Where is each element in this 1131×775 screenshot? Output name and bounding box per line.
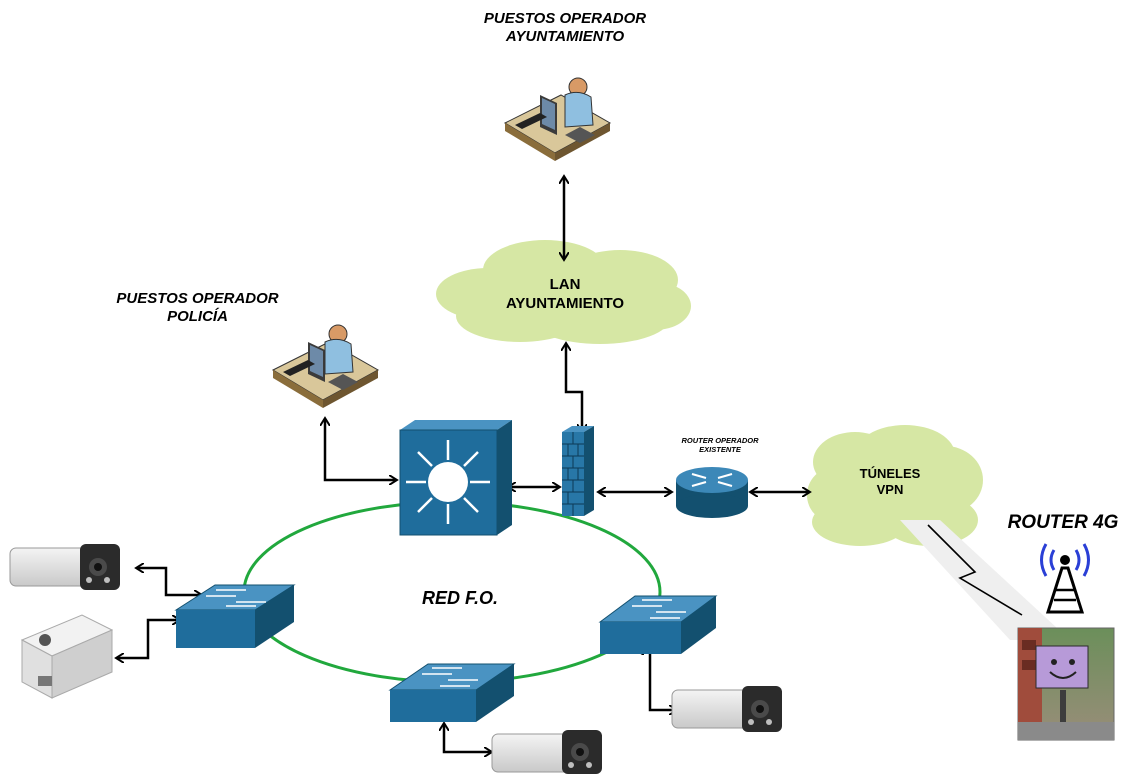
camera-bottom-icon (491, 730, 602, 774)
tuneles-vpn-cloud (807, 425, 983, 546)
camera-left-icon (9, 544, 120, 590)
vpn-cloud-label-line1: TÚNELES (859, 466, 921, 481)
media-converter-box-icon (20, 614, 114, 699)
link-camera-left (138, 568, 200, 595)
label-operador-policia-line1: PUESTOS OPERADOR (116, 290, 279, 307)
link-camera-right (638, 650, 675, 710)
vpn-cloud-label-line2: VPN (876, 482, 904, 498)
label-operador-policia: PUESTOS OPERADOR POLICÍA (90, 290, 305, 326)
firewall-icon (562, 426, 594, 516)
label-operador-ayuntamiento-line2: AYUNTAMIENTO (505, 28, 625, 45)
camera-right-icon (671, 686, 782, 732)
link-lan-firewall (566, 345, 582, 430)
lan-cloud-label-line2: AYUNTAMIENTO (505, 294, 625, 312)
label-router-operador-line1: ROUTER OPERADOR (681, 436, 759, 445)
4g-antenna-tower-icon (1040, 543, 1090, 614)
lan-cloud-label: LAN AYUNTAMIENTO (460, 276, 670, 314)
operator-ayuntamiento-workstation-icon (503, 77, 612, 161)
lan-cloud-label-line1: LAN (549, 276, 581, 293)
lan-ayuntamiento-cloud (436, 240, 691, 344)
router-icon (676, 467, 748, 518)
vpn-cloud-label: TÚNELES VPN (830, 466, 950, 499)
smart-billboard-photo (1017, 627, 1115, 741)
link-camera-bottom (444, 725, 490, 752)
connections (118, 178, 808, 752)
label-router-4g: ROUTER 4G (1007, 512, 1119, 533)
link-policia-switch (325, 420, 395, 480)
access-switch-left-icon (174, 584, 296, 648)
access-switch-bottom-icon (388, 663, 516, 722)
operator-policia-workstation-icon (271, 324, 380, 408)
label-operador-ayuntamiento: PUESTOS OPERADOR AYUNTAMIENTO (445, 10, 685, 46)
label-operador-ayuntamiento-line1: PUESTOS OPERADOR (483, 10, 647, 27)
access-switch-right-icon (598, 595, 718, 654)
label-red-fo: RED F.O. (421, 588, 498, 608)
label-router-operador-line2: EXISTENTE (699, 445, 741, 454)
wireless-beam (900, 520, 1070, 640)
wireless-link-zigzag (927, 524, 1023, 616)
link-box-left (118, 620, 178, 658)
label-operador-policia-line2: POLICÍA (167, 308, 228, 325)
core-switch-icon (399, 420, 512, 536)
label-router-operador: ROUTER OPERADOR EXISTENTE (655, 436, 785, 454)
